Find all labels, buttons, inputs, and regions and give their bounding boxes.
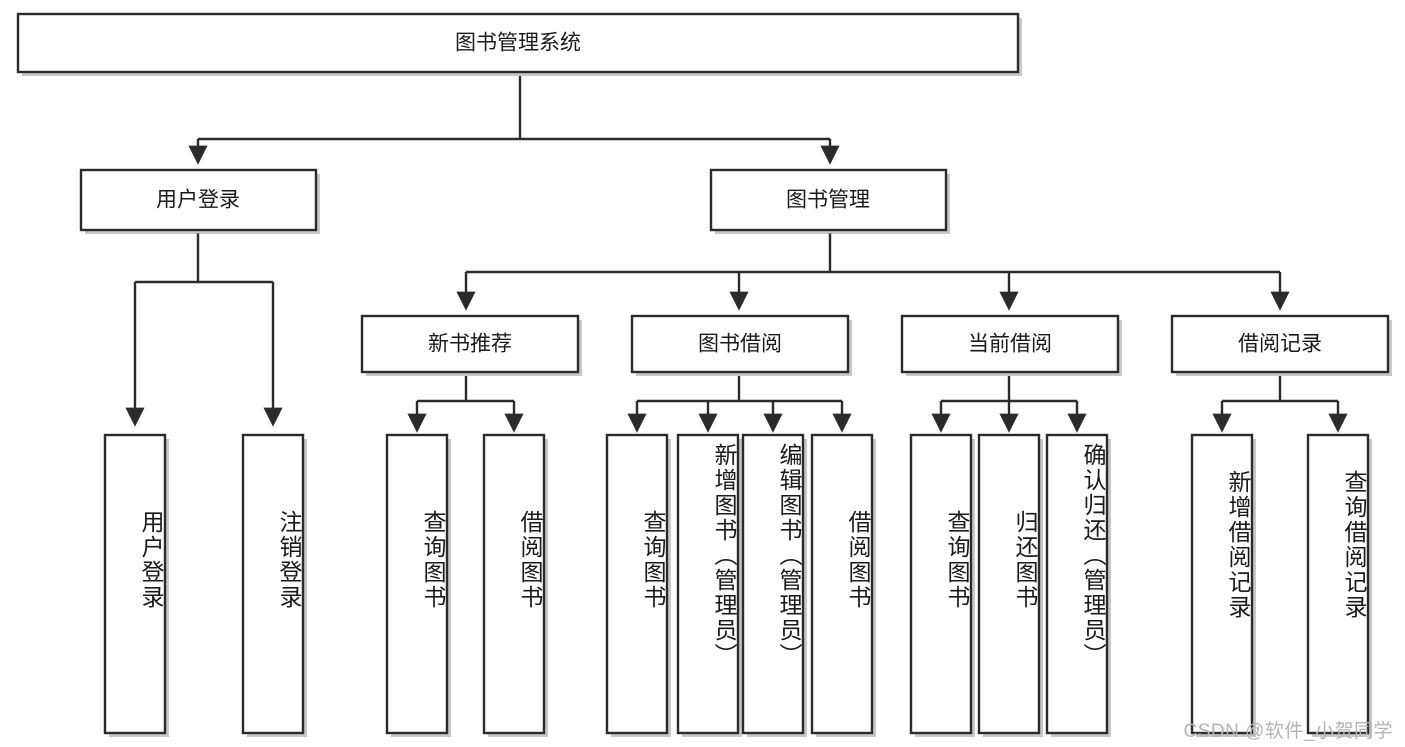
node-new-book-rec-rect (360, 314, 580, 374)
node-leaf-query-book-1[interactable] (385, 433, 451, 737)
node-book-manage-label: 图书管理 (786, 189, 870, 212)
leaf-boxes-group (103, 433, 1372, 737)
node-user-login-rect (79, 168, 318, 232)
node-leaf-add-book[interactable] (676, 433, 742, 737)
node-new-book-rec[interactable]: 新书推荐 (360, 314, 582, 376)
node-borrow-record-label: 借阅记录 (1238, 333, 1322, 356)
node-leaf-edit-book[interactable] (741, 433, 807, 737)
node-root-rect (16, 12, 1020, 74)
node-user-login[interactable]: 用户登录 (79, 168, 320, 234)
node-new-book-rec-label: 新书推荐 (428, 333, 512, 356)
node-current-borrow-label: 当前借阅 (968, 333, 1052, 356)
node-borrow-record-rect (1170, 314, 1390, 374)
node-leaf-return-book[interactable] (977, 433, 1043, 737)
node-book-borrow-rect (630, 314, 850, 374)
node-book-borrow[interactable]: 图书借阅 (630, 314, 852, 376)
node-user-login-label: 用户登录 (156, 189, 240, 212)
node-borrow-record[interactable]: 借阅记录 (1170, 314, 1392, 376)
node-leaf-borrow-book-2[interactable] (810, 433, 876, 737)
connectors-group (125, 76, 1348, 433)
node-leaf-add-record[interactable] (1190, 433, 1256, 737)
node-current-borrow[interactable]: 当前借阅 (900, 314, 1122, 376)
node-root-label: 图书管理系统 (455, 32, 581, 55)
node-current-borrow-rect (900, 314, 1120, 374)
node-leaf-query-book-3[interactable] (909, 433, 975, 737)
node-leaf-user-login[interactable] (103, 433, 169, 737)
node-leaf-query-book-2[interactable] (605, 433, 671, 737)
node-book-manage[interactable]: 图书管理 (709, 168, 950, 234)
node-leaf-borrow-book-1[interactable] (482, 433, 548, 737)
node-leaf-confirm-return[interactable] (1045, 433, 1111, 737)
node-book-manage-rect (709, 168, 948, 232)
csdn-watermark: CSDN @软件_小贺同学 (1183, 721, 1393, 742)
node-root[interactable]: 图书管理系统 (16, 12, 1022, 76)
node-book-borrow-label: 图书借阅 (698, 333, 782, 356)
node-leaf-user-logout[interactable] (241, 433, 307, 737)
node-leaf-query-record[interactable] (1306, 433, 1372, 737)
